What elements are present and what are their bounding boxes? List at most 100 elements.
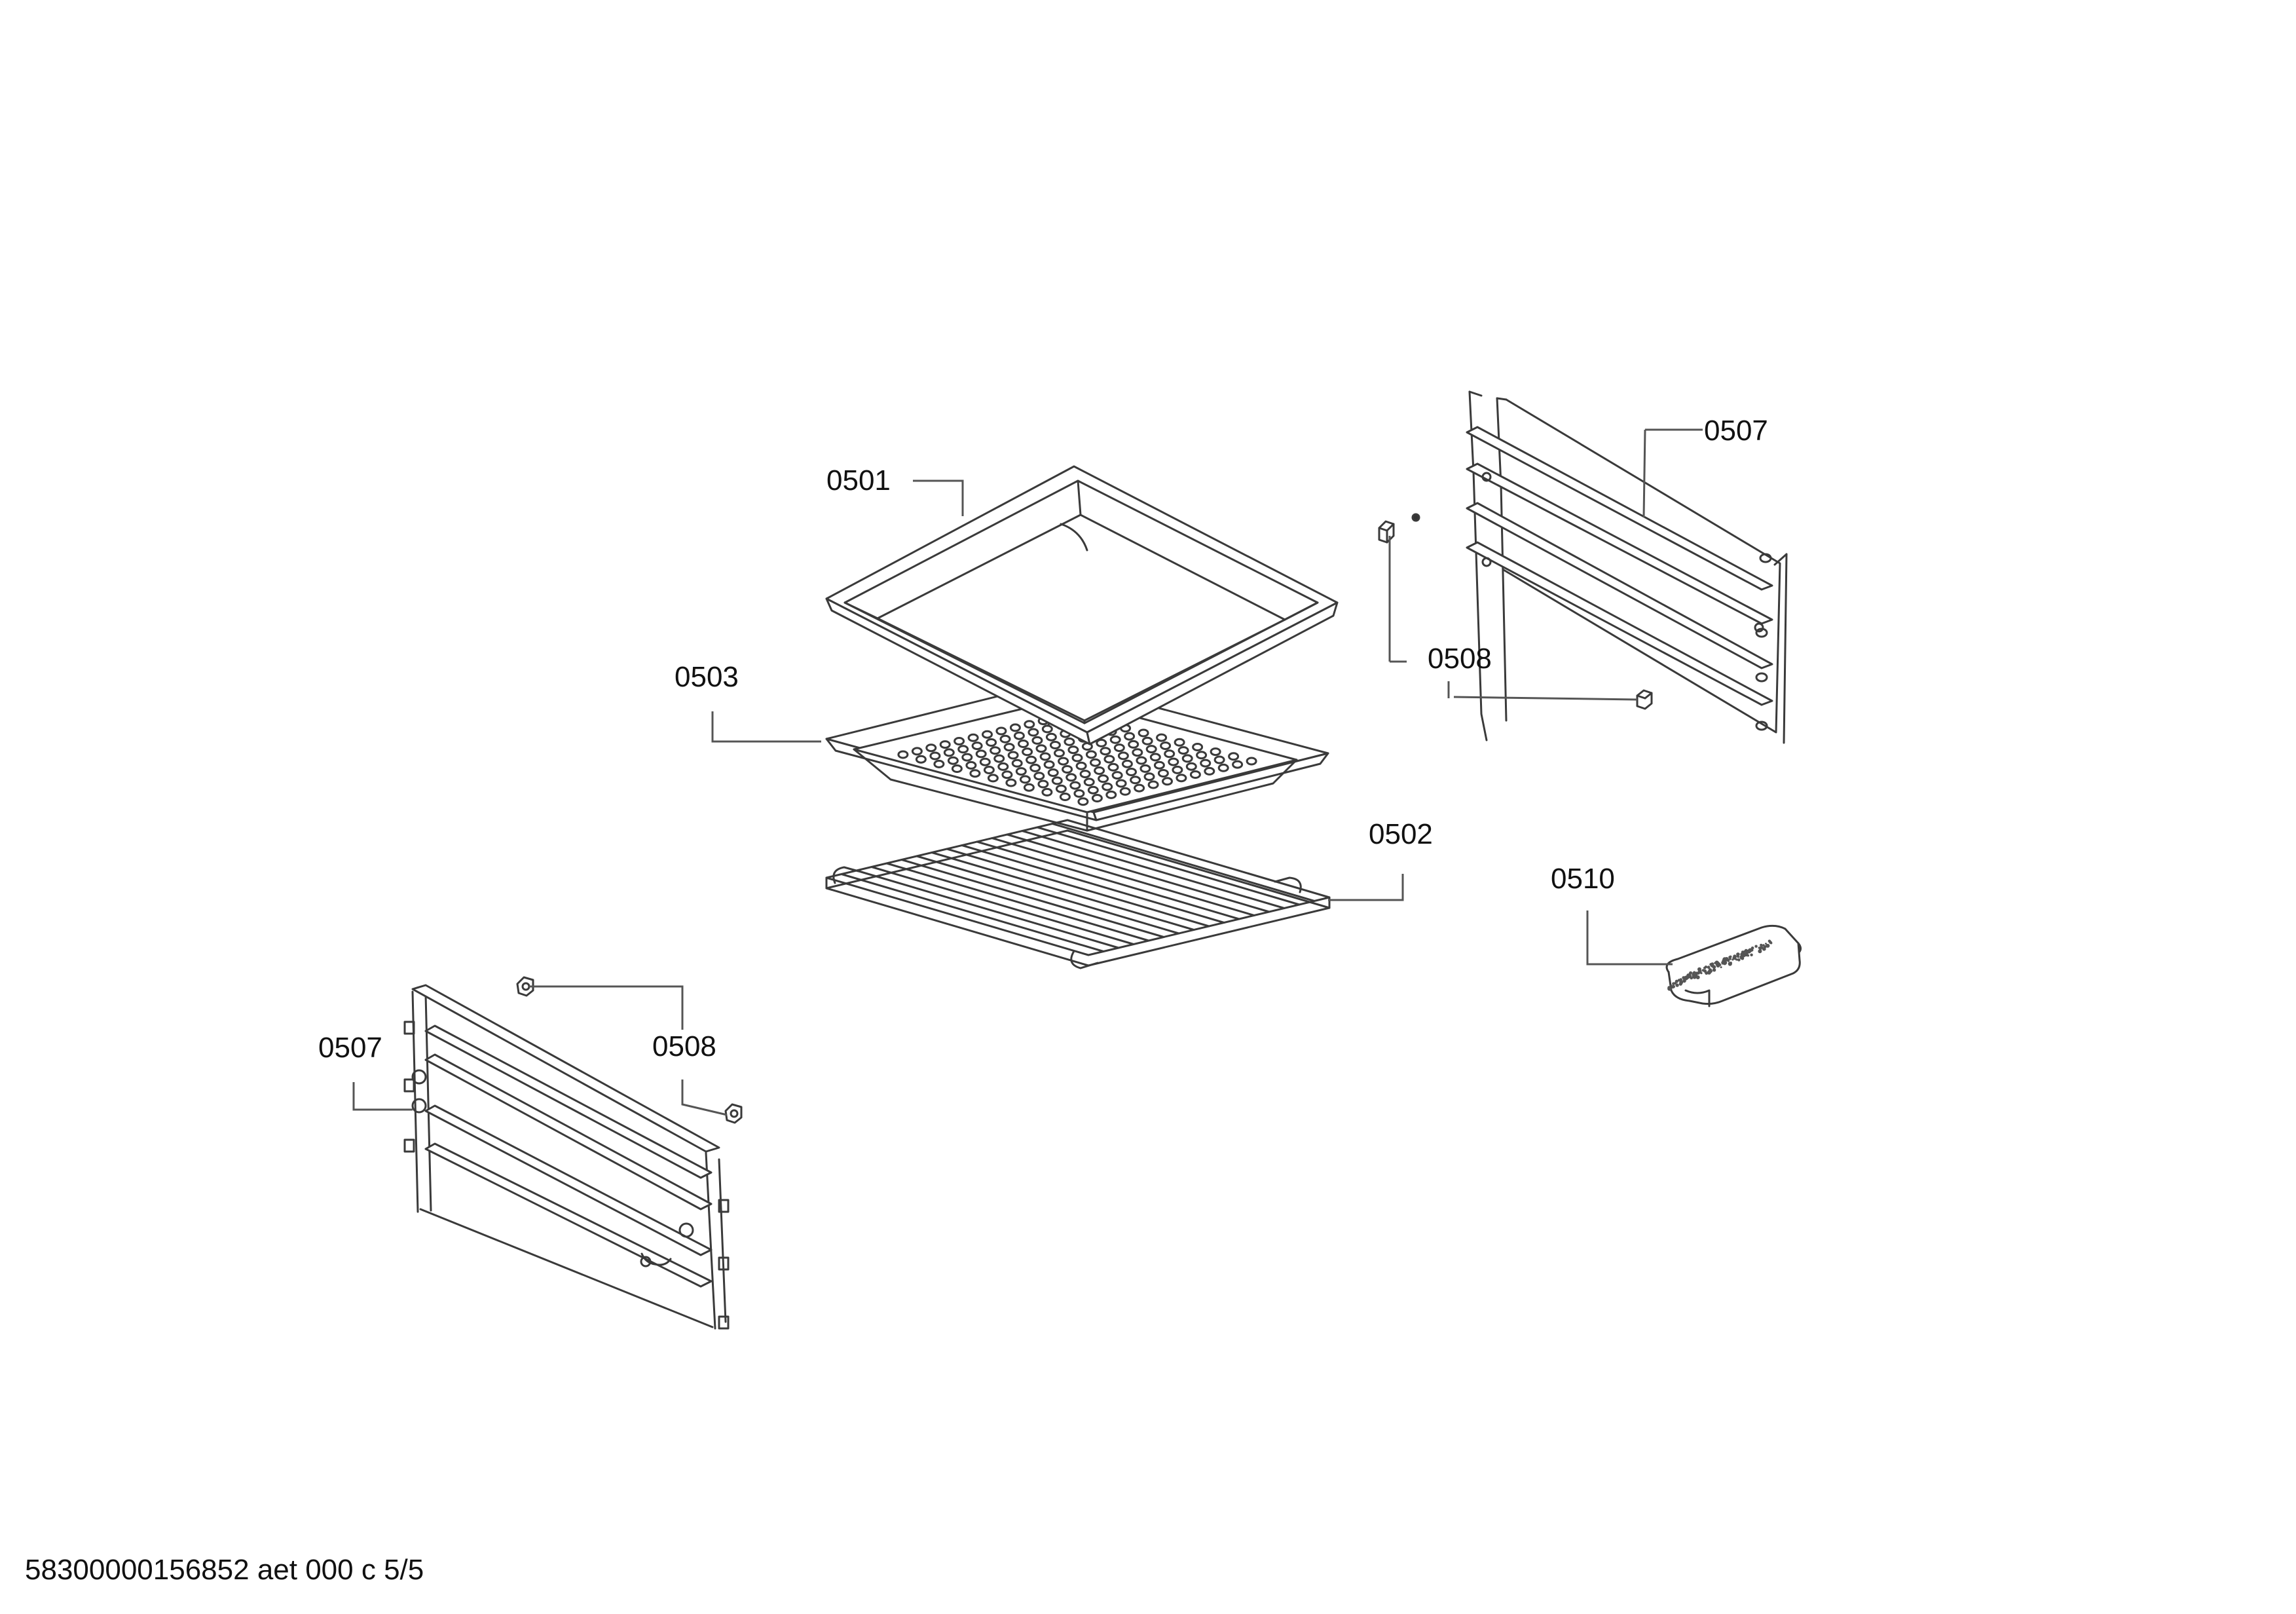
- side-rail-right: [1466, 390, 1788, 744]
- perforation-hole: [954, 737, 965, 745]
- grid-bar: [840, 873, 1105, 952]
- perforation-hole: [982, 730, 993, 739]
- perforation-hole: [1029, 763, 1041, 772]
- perforation-hole: [1115, 779, 1127, 788]
- perforation-hole: [1172, 765, 1183, 774]
- sponge-texture-dot: [1703, 969, 1707, 973]
- sponge-texture-dot: [1758, 947, 1760, 949]
- perforation-hole: [1054, 749, 1065, 758]
- perforation-hole: [1031, 736, 1043, 745]
- perforation-hole: [971, 741, 983, 751]
- perforation-hole: [1013, 731, 1025, 740]
- perforation-hole: [1217, 763, 1229, 772]
- perforation-hole: [1111, 771, 1123, 780]
- perforation-hole: [943, 748, 955, 757]
- perforation-hole: [1045, 732, 1057, 741]
- sponge-texture-dot: [1712, 968, 1716, 972]
- clip-left-b: [724, 1103, 743, 1124]
- perforation-hole: [995, 726, 1007, 736]
- top-tray: [825, 465, 1339, 745]
- perforation-hole: [1109, 735, 1121, 744]
- perforation-hole: [1136, 756, 1147, 765]
- grid-bar: [1006, 833, 1270, 913]
- sponge-texture-dot: [1703, 966, 1707, 969]
- sponge-texture-dot: [1750, 953, 1753, 957]
- perforation-hole: [1049, 741, 1061, 749]
- sponge-texture-dot: [1740, 952, 1744, 956]
- sponge-texture-dot: [1728, 962, 1732, 966]
- perforation-hole: [1003, 743, 1015, 752]
- sponge-texture-dot: [1750, 947, 1754, 950]
- sponge-texture-dot: [1721, 961, 1725, 965]
- perforation-hole: [1091, 794, 1103, 802]
- perforation-hole: [1083, 778, 1095, 787]
- perforation-hole: [967, 733, 979, 742]
- perforation-hole: [961, 753, 973, 762]
- clip-right-a: [1378, 520, 1395, 544]
- sponge-texture-dot: [1693, 971, 1696, 974]
- perforation-hole: [1141, 736, 1153, 745]
- perforation-hole: [1164, 749, 1176, 759]
- sponge-texture-dot: [1697, 967, 1701, 971]
- sponge-texture-dot: [1765, 943, 1767, 945]
- perforation-hole: [1246, 757, 1257, 766]
- perforation-hole: [1117, 751, 1129, 760]
- perforation-hole: [1022, 747, 1033, 757]
- sponge-texture-dot: [1710, 969, 1713, 972]
- perforation-hole: [999, 734, 1011, 743]
- perforation-hole: [1035, 744, 1047, 753]
- perforation-hole: [975, 749, 987, 759]
- perforation-hole: [1039, 752, 1051, 761]
- grid-bar: [976, 840, 1240, 920]
- sponge-texture-dot: [1670, 984, 1673, 987]
- label-0507-right: 0507: [1704, 415, 1768, 447]
- perforation-hole: [1204, 766, 1215, 776]
- perforation-hole: [1143, 772, 1155, 781]
- perforation-hole: [1055, 784, 1067, 793]
- perforation-hole: [1001, 770, 1013, 779]
- perforation-hole: [1139, 764, 1151, 773]
- sponge-texture-dot: [1747, 950, 1749, 953]
- perforation-hole: [1185, 762, 1197, 771]
- grid-bar: [1051, 823, 1316, 902]
- sponge-texture-dot: [1745, 954, 1748, 957]
- perforation-hole: [1062, 765, 1073, 774]
- perforation-hole: [1079, 770, 1091, 779]
- clip-right-small: [1411, 513, 1420, 522]
- grid-bar: [885, 862, 1150, 942]
- perforation-hole: [1096, 738, 1107, 747]
- perforation-hole: [987, 774, 999, 783]
- grid-bar: [1021, 830, 1286, 909]
- perforation-hole: [1200, 759, 1212, 768]
- side-rail-left: [403, 984, 730, 1330]
- perforation-hole: [1213, 755, 1225, 764]
- perforation-hole: [897, 750, 909, 759]
- label-0507-left: 0507: [318, 1032, 382, 1064]
- sponge-texture-dot: [1714, 962, 1716, 964]
- perforation-hole: [1094, 766, 1105, 775]
- perforation-hole: [1064, 737, 1075, 746]
- perforation-hole: [1128, 740, 1139, 749]
- perforation-hole: [1145, 745, 1157, 754]
- grid-bar: [855, 869, 1120, 949]
- clip-left-a: [516, 976, 534, 997]
- perforation-hole: [1121, 759, 1133, 768]
- perforation-hole: [1005, 778, 1017, 787]
- perforation-hole: [1098, 774, 1109, 783]
- label-0502: 0502: [1369, 818, 1433, 850]
- perforation-hole: [1075, 761, 1087, 770]
- perforation-hole: [1041, 724, 1053, 734]
- label-0508-left: 0508: [652, 1030, 716, 1062]
- perforation-hole: [1174, 738, 1185, 747]
- perforation-hole: [1085, 750, 1097, 759]
- perforation-hole: [1019, 775, 1031, 784]
- perforation-hole: [990, 746, 1001, 755]
- perforation-hole: [1157, 769, 1169, 778]
- perforation-hole: [965, 760, 977, 770]
- grid-bar: [916, 855, 1180, 935]
- perforation-hole: [1015, 767, 1027, 776]
- perforation-hole: [1069, 781, 1081, 790]
- perforation-hole: [1156, 733, 1168, 742]
- perforation-hole: [1210, 747, 1221, 757]
- grid-bar: [946, 848, 1210, 928]
